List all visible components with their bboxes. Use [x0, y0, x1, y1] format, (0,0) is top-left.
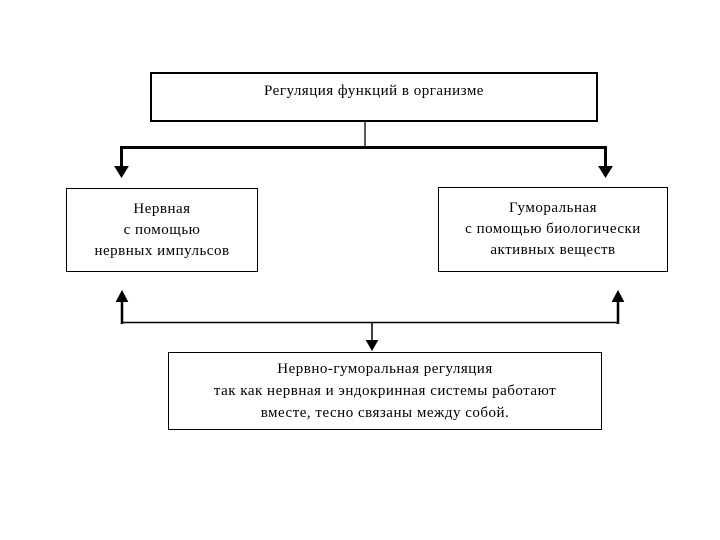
box-text-line: вместе, тесно связаны между собой.: [260, 405, 510, 421]
box-nervous-regulation: Нервная с помощью нервных импульсов: [66, 188, 258, 272]
arrowhead-up-icon: [611, 289, 625, 302]
box-text-line: активных веществ: [490, 242, 616, 258]
arrowhead-down-icon: [365, 340, 379, 351]
box-text-line: нервных импульсов: [94, 242, 230, 259]
connector-top-split: [114, 122, 613, 178]
arrowhead-down-icon: [598, 166, 613, 178]
box-text-line: так как нервная и эндокринная системы ра…: [213, 383, 557, 399]
arrowhead-down-icon: [114, 166, 129, 178]
box-regulation-of-functions: Регуляция функций в организме: [150, 72, 598, 122]
connector-bottom-merge: [115, 289, 625, 351]
box-text-line: Нервная: [133, 200, 191, 217]
box-text-line: с помощью биологически: [465, 221, 641, 237]
box-title-text: Регуляция функций в организме: [264, 83, 484, 99]
arrowhead-up-icon: [115, 289, 129, 302]
box-text-line: Гуморальная: [508, 200, 598, 216]
box-text-line: Нервно-гуморальная регуляция: [277, 361, 493, 377]
box-text-line: с помощью: [123, 221, 201, 238]
box-neuro-humoral-regulation: Нервно-гуморальная регуляция так как нер…: [168, 352, 602, 430]
box-humoral-regulation: Гуморальная с помощью биологически актив…: [438, 187, 668, 272]
